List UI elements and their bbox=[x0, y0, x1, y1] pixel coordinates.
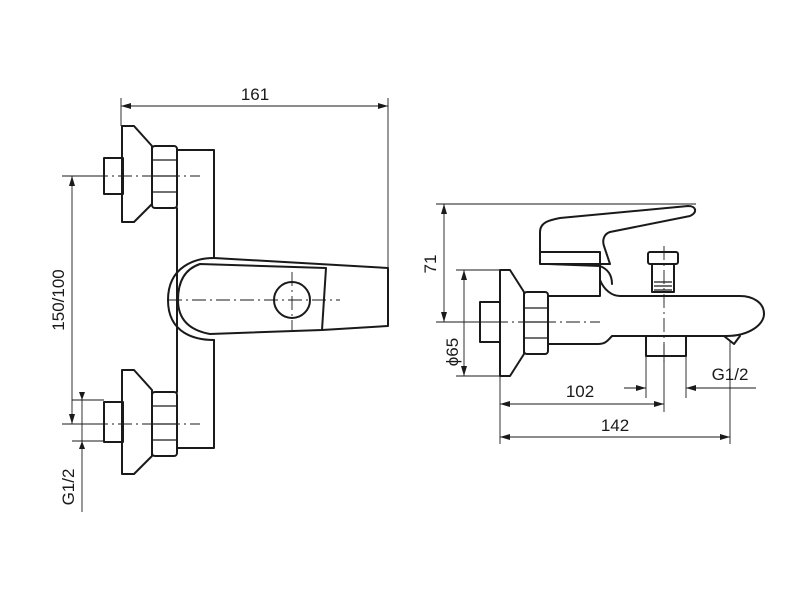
height-dimension: 150/100 bbox=[49, 175, 104, 425]
side-view: 71 ϕ65 102 142 bbox=[421, 203, 765, 444]
thread-label-side: G1/2 bbox=[712, 365, 749, 384]
lower-inlet bbox=[94, 369, 200, 475]
width-dimension: 161 bbox=[120, 85, 389, 268]
diameter-label: ϕ65 bbox=[443, 338, 462, 366]
thread-dimension-front: G1/2 bbox=[59, 392, 104, 512]
mixer-body-front bbox=[167, 149, 389, 449]
width-label: 161 bbox=[241, 85, 269, 104]
depth-102-dimension: 102 bbox=[499, 344, 665, 444]
height-label: 150/100 bbox=[49, 269, 68, 330]
front-view: 161 150/100 G1/2 bbox=[49, 85, 389, 512]
side-inlet bbox=[470, 269, 600, 377]
height-71-dimension: 71 bbox=[421, 203, 696, 323]
length-142-dimension: 142 bbox=[500, 340, 731, 444]
upper-inlet bbox=[94, 125, 200, 223]
height-71-label: 71 bbox=[421, 255, 440, 274]
thread-dimension-side: G1/2 bbox=[624, 356, 756, 398]
depth-102-label: 102 bbox=[566, 382, 594, 401]
length-142-label: 142 bbox=[601, 416, 629, 435]
side-body bbox=[539, 205, 765, 364]
thread-label-front: G1/2 bbox=[59, 469, 78, 506]
diameter-dimension: ϕ65 bbox=[443, 269, 502, 377]
